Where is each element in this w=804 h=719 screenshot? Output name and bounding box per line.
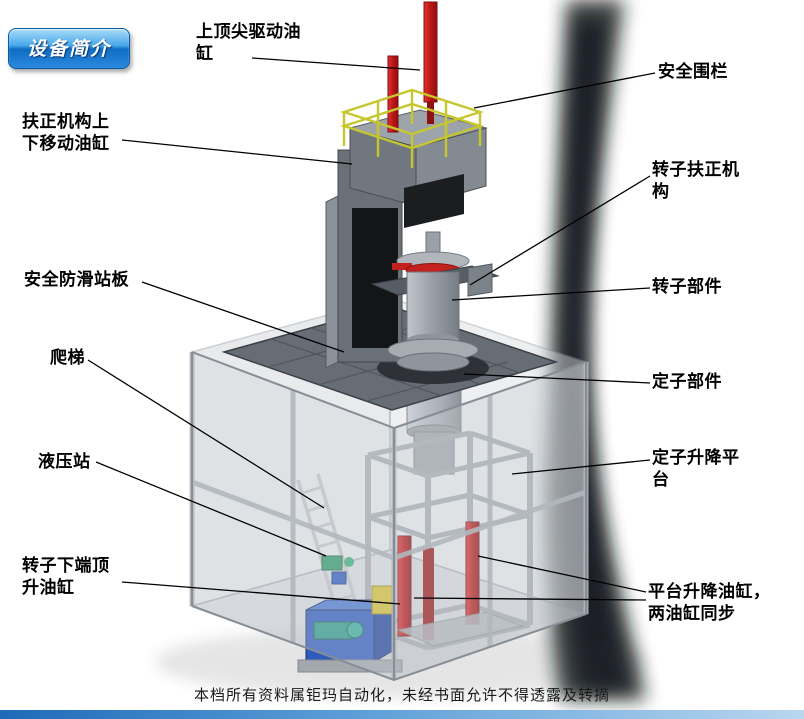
platform-cylinder-left-shape <box>397 535 412 637</box>
label-ladder: 爬梯 <box>50 348 85 368</box>
label-safety-fence: 安全围栏 <box>658 62 728 82</box>
badge-label: 设备简介 <box>27 38 112 60</box>
leader-lines <box>87 57 656 605</box>
label-anti-slip-board: 安全防滑站板 <box>24 270 129 290</box>
shadow-smudge <box>544 0 646 700</box>
enclosure-front-walls <box>189 350 589 682</box>
label-rotor-centering-mechanism: 转子扶正机构 <box>652 160 740 202</box>
label-centering-move-cylinder: 扶正机构上下移动油缸 <box>22 112 110 154</box>
label-hydraulic-station: 液压站 <box>38 452 91 472</box>
label-stator-part: 定子部件 <box>652 372 722 392</box>
confidentiality-notice: 本档所有资料属钜玛自动化，未经书面允许不得透露及转摘 <box>193 686 610 704</box>
label-rotor-part: 转子部件 <box>652 277 722 297</box>
label-platform-lift-cylinders: 平台升降油缸，两油缸同步 <box>648 582 771 624</box>
rotor-assembly-shape <box>370 231 500 372</box>
label-rotor-bottom-jack-cylinder: 转子下端顶升油缸 <box>22 556 110 598</box>
press-tower <box>325 109 488 369</box>
safety-railing-shape <box>340 88 484 168</box>
lift-frame <box>365 430 533 651</box>
rotor-jack-cylinder-shape <box>423 548 434 640</box>
label-top-tip-drive-cylinder: 上顶尖驱动油缸 <box>196 22 301 64</box>
bottom-accent-bar <box>0 710 804 719</box>
section-badge: 设备简介 <box>8 28 131 69</box>
label-stator-lift-platform: 定子升降平台 <box>652 448 740 490</box>
